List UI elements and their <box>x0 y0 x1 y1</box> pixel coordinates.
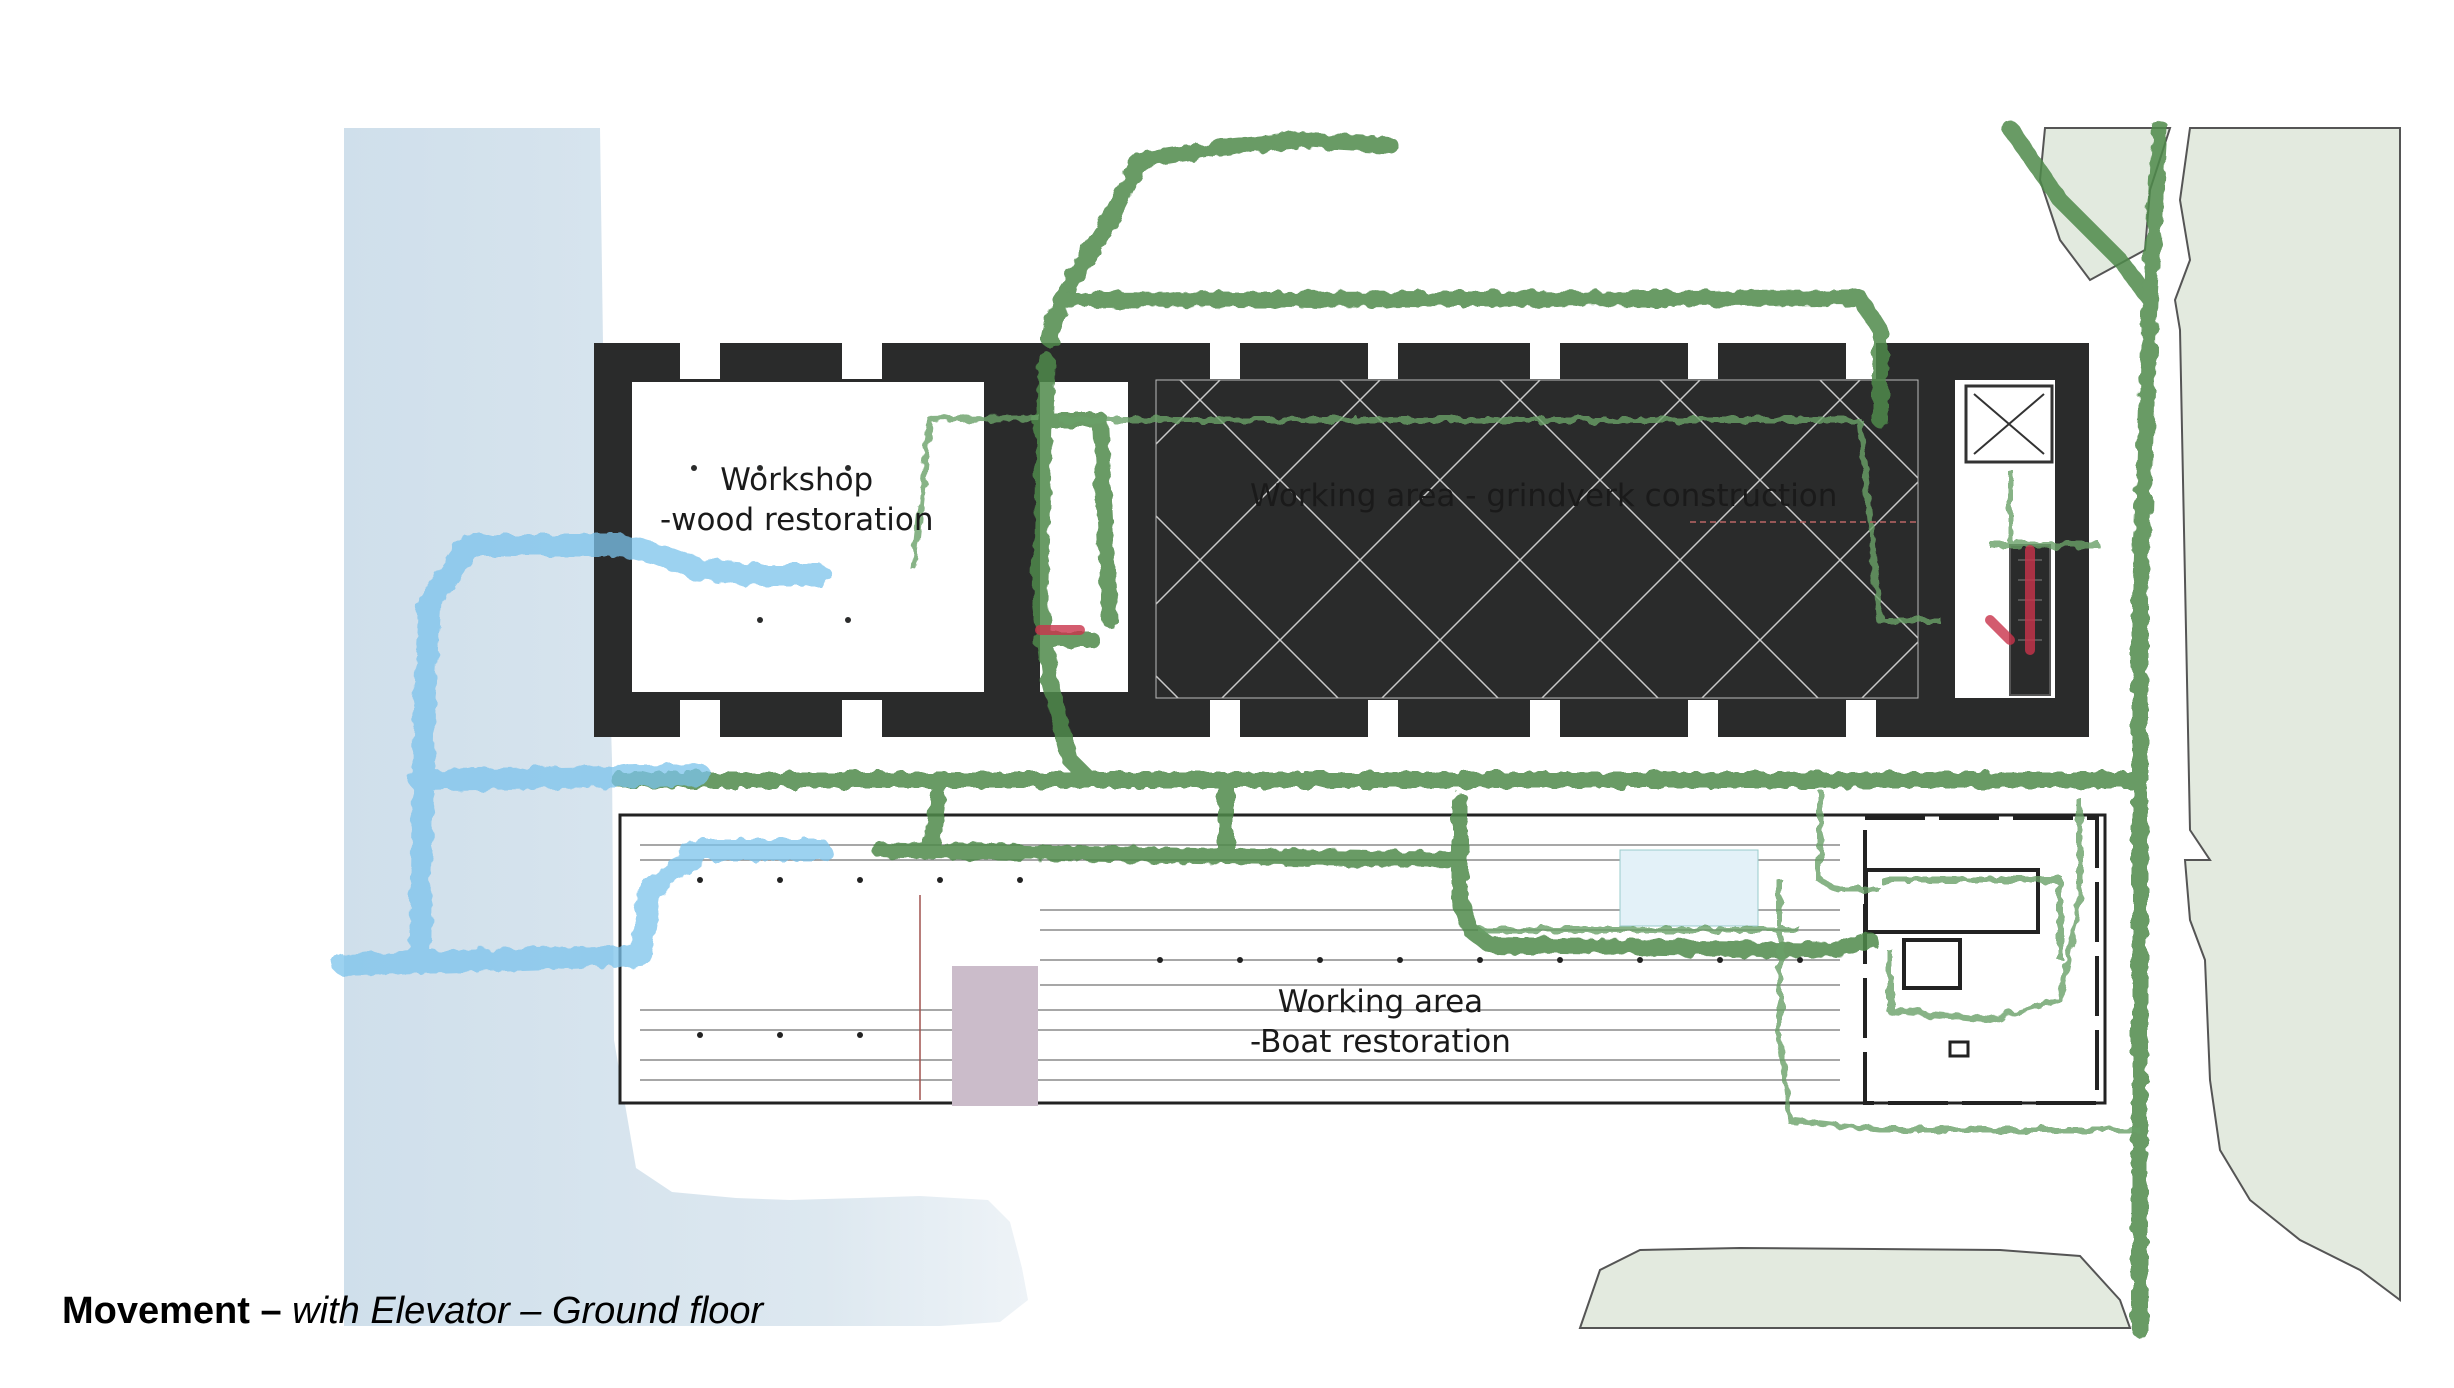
red-elevator-paths <box>1035 545 2035 655</box>
diagram-caption: Movement – with Elevator – Ground floor <box>62 1290 763 1333</box>
grindverk-floor <box>1156 380 1918 698</box>
caption-bold: Movement – <box>62 1290 282 1332</box>
water-area <box>344 128 1028 1326</box>
boat-label-line2: -Boat restoration <box>1250 1024 1511 1061</box>
boat-label-line1: Working area <box>1277 984 1484 1020</box>
workshop-label-line2: -wood restoration <box>660 502 934 539</box>
green-thin-paths <box>911 415 2140 1133</box>
blue-movement-paths <box>333 534 831 976</box>
workshop-floor <box>632 382 984 692</box>
boat-hall-dots <box>697 877 1803 1038</box>
east-annex <box>1863 816 2099 1105</box>
window-niches <box>680 343 1876 737</box>
green-movement-paths <box>612 120 2168 1338</box>
grass-area-east <box>2173 127 2401 1302</box>
grindverk-label: Working area - grindverk construction <box>1250 476 1837 516</box>
elevator-shaft-icon <box>1964 384 2054 464</box>
purple-block <box>952 966 1038 1106</box>
workshop-label-line1: Workshop <box>720 462 874 498</box>
columns <box>691 465 1788 623</box>
caption-italic: with Elevator – Ground floor <box>281 1290 764 1332</box>
boat-label: Working area -Boat restoration <box>1250 982 1511 1063</box>
workshop-label: Workshop -wood restoration <box>660 460 934 541</box>
light-blue-block <box>1619 849 1759 927</box>
grindverk-label-line1: Working area - grindverk construction <box>1250 478 1838 514</box>
grass-area-south <box>1578 1246 2132 1329</box>
